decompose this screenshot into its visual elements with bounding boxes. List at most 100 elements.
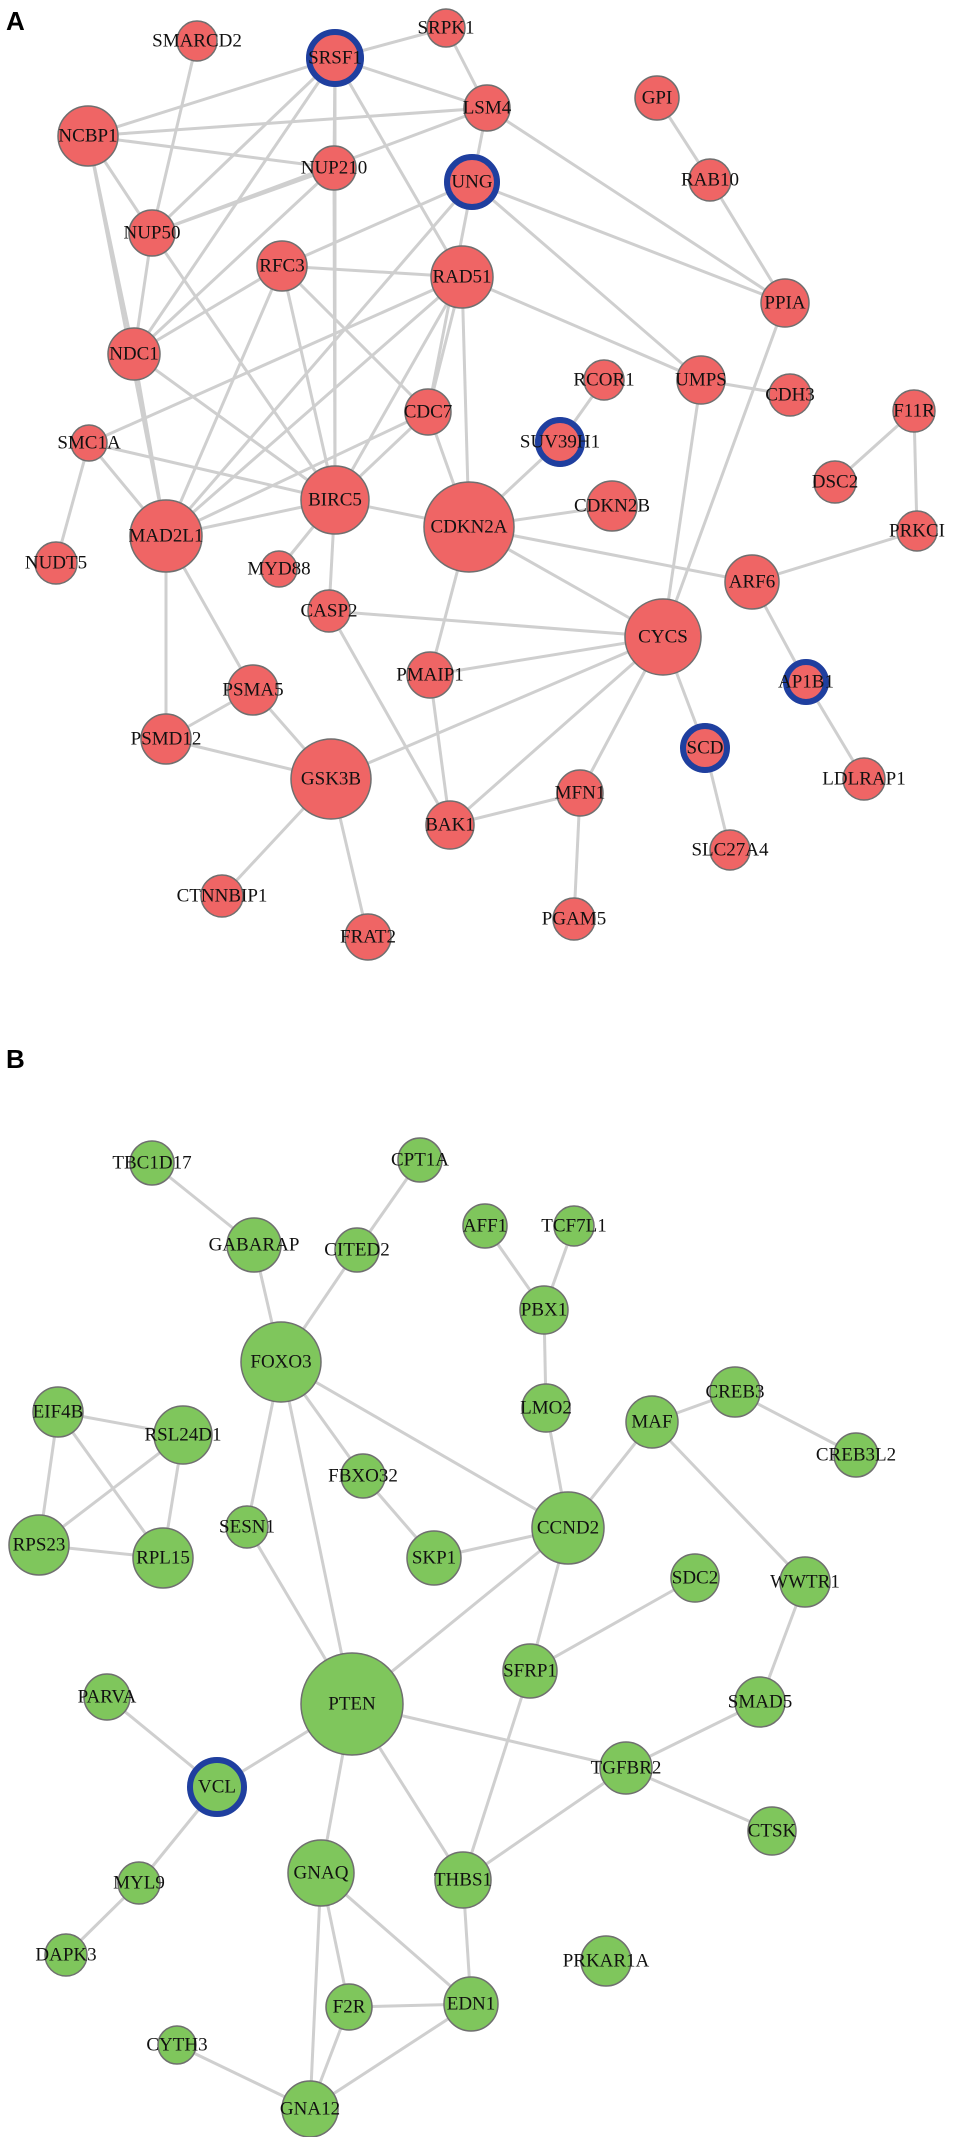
node-circle[interactable] <box>57 105 119 167</box>
node-cdc7[interactable]: CDC7 <box>404 388 453 436</box>
node-circle[interactable] <box>334 1227 380 1273</box>
node-myd88[interactable]: MYD88 <box>247 550 311 588</box>
node-circle[interactable] <box>531 1491 605 1565</box>
node-lmo2[interactable]: LMO2 <box>520 1383 572 1433</box>
node-circle[interactable] <box>128 209 176 257</box>
node-cyth3[interactable]: CYTH3 <box>146 2025 208 2065</box>
node-skp1[interactable]: SKP1 <box>406 1530 462 1586</box>
node-gsk3b[interactable]: GSK3B <box>290 738 372 820</box>
node-circle[interactable] <box>462 1203 508 1249</box>
node-circle[interactable] <box>281 2080 339 2137</box>
node-circle[interactable] <box>586 480 638 532</box>
node-mad2l1[interactable]: MAD2L1 <box>129 499 204 573</box>
node-tcf7l1[interactable]: TCF7L1 <box>541 1205 607 1247</box>
node-circle[interactable] <box>240 1321 322 1403</box>
node-circle[interactable] <box>226 1217 282 1273</box>
node-circle[interactable] <box>290 738 372 820</box>
node-smc1a[interactable]: SMC1A <box>57 424 121 462</box>
node-suv39h1[interactable]: SUV39H1 <box>520 417 600 467</box>
node-circle[interactable] <box>423 481 515 573</box>
node-ndc1[interactable]: NDC1 <box>107 327 161 381</box>
node-tbc1d17[interactable]: TBC1D17 <box>112 1140 192 1186</box>
node-scd[interactable]: SCD <box>680 723 730 773</box>
node-psmd12[interactable]: PSMD12 <box>131 713 202 765</box>
node-cycs[interactable]: CYCS <box>624 598 702 676</box>
node-circle[interactable] <box>670 1553 720 1603</box>
node-maf[interactable]: MAF <box>625 1395 679 1449</box>
node-circle[interactable] <box>709 829 751 871</box>
node-prkar1a[interactable]: PRKAR1A <box>563 1935 650 1987</box>
node-dsc2[interactable]: DSC2 <box>812 460 858 504</box>
node-circle[interactable] <box>779 1556 831 1608</box>
node-circle[interactable] <box>724 554 780 610</box>
node-wwtr1[interactable]: WWTR1 <box>770 1556 840 1608</box>
node-circle[interactable] <box>552 897 596 941</box>
node-ppia[interactable]: PPIA <box>760 278 810 328</box>
node-creb3[interactable]: CREB3 <box>705 1366 765 1418</box>
node-circle[interactable] <box>676 355 726 405</box>
node-circle[interactable] <box>311 145 357 191</box>
node-circle[interactable] <box>300 465 370 535</box>
node-ccnd2[interactable]: CCND2 <box>531 1491 605 1565</box>
node-gna12[interactable]: GNA12 <box>280 2080 340 2137</box>
node-circle[interactable] <box>599 1741 653 1795</box>
node-circle[interactable] <box>129 1140 175 1186</box>
node-circle[interactable] <box>580 1935 632 1987</box>
node-circle[interactable] <box>896 510 938 552</box>
node-circle[interactable] <box>153 1405 213 1465</box>
node-circle[interactable] <box>688 158 732 202</box>
node-srpk1[interactable]: SRPK1 <box>417 8 475 48</box>
node-circle[interactable] <box>300 1652 404 1756</box>
node-circle[interactable] <box>842 757 886 801</box>
node-mfn1[interactable]: MFN1 <box>555 769 606 817</box>
node-thbs1[interactable]: THBS1 <box>434 1851 492 1909</box>
node-circle[interactable] <box>768 373 812 417</box>
node-circle[interactable] <box>813 460 857 504</box>
node-casp2[interactable]: CASP2 <box>300 589 358 633</box>
node-cdkn2b[interactable]: CDKN2B <box>574 480 650 532</box>
node-circle[interactable] <box>260 550 298 588</box>
node-prkci[interactable]: PRKCI <box>889 510 945 552</box>
node-circle[interactable] <box>140 713 192 765</box>
node-sfrp1[interactable]: SFRP1 <box>502 1643 558 1699</box>
node-circle[interactable] <box>8 1514 70 1576</box>
node-arf6[interactable]: ARF6 <box>724 554 780 610</box>
node-psma5[interactable]: PSMA5 <box>222 664 284 716</box>
node-circle[interactable] <box>833 1432 879 1478</box>
node-frat2[interactable]: FRAT2 <box>340 913 396 961</box>
node-circle[interactable] <box>157 2025 197 2065</box>
node-circle[interactable] <box>625 1395 679 1449</box>
node-circle[interactable] <box>406 651 454 699</box>
node-circle[interactable] <box>256 240 308 292</box>
node-ctsk[interactable]: CTSK <box>747 1806 797 1856</box>
node-circle[interactable] <box>434 1851 492 1909</box>
node-eif4b[interactable]: EIF4B <box>32 1386 84 1438</box>
node-circle[interactable] <box>583 359 625 401</box>
node-rcor1[interactable]: RCOR1 <box>573 359 635 401</box>
node-circle[interactable] <box>425 800 475 850</box>
node-cdh3[interactable]: CDH3 <box>765 373 815 417</box>
node-circle[interactable] <box>117 1861 161 1905</box>
node-circle[interactable] <box>430 245 494 309</box>
node-circle[interactable] <box>83 1673 131 1721</box>
node-circle[interactable] <box>760 278 810 328</box>
node-circle[interactable] <box>200 874 244 918</box>
node-parva[interactable]: PARVA <box>78 1673 137 1721</box>
node-ctnnbip1[interactable]: CTNNBIP1 <box>177 874 268 918</box>
node-circle[interactable] <box>107 327 161 381</box>
node-gpi[interactable]: GPI <box>634 75 680 121</box>
node-pbx1[interactable]: PBX1 <box>519 1285 569 1335</box>
node-ncbp1[interactable]: NCBP1 <box>57 105 119 167</box>
node-circle[interactable] <box>287 1839 355 1907</box>
node-nup210[interactable]: NUP210 <box>301 145 368 191</box>
node-circle[interactable] <box>225 1505 269 1549</box>
node-rpl15[interactable]: RPL15 <box>132 1527 194 1589</box>
node-vcl[interactable]: VCL <box>187 1757 247 1817</box>
node-rfc3[interactable]: RFC3 <box>256 240 308 292</box>
node-myl9[interactable]: MYL9 <box>113 1861 165 1905</box>
node-ung[interactable]: UNG <box>444 154 500 210</box>
node-circle[interactable] <box>426 8 466 48</box>
node-nudt5[interactable]: NUDT5 <box>25 541 87 585</box>
node-dapk3[interactable]: DAPK3 <box>35 1933 97 1977</box>
node-bak1[interactable]: BAK1 <box>425 800 475 850</box>
